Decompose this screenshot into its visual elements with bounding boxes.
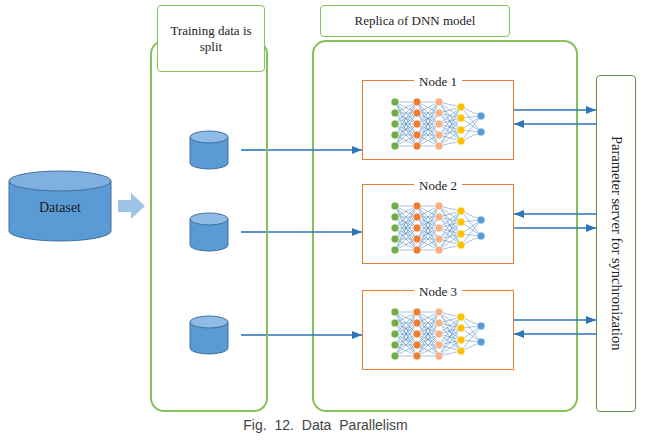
network-icon — [387, 304, 489, 364]
sync-arrow — [514, 123, 596, 125]
node-title: Node 1 — [414, 74, 462, 89]
node-title: Node 3 — [414, 284, 462, 299]
sync-arrow — [514, 213, 596, 215]
node-box: Node 1 — [362, 80, 514, 160]
dataset-label: Dataset — [8, 200, 112, 216]
node-box: Node 3 — [362, 290, 514, 370]
sync-arrow — [514, 319, 596, 321]
network-icon — [387, 198, 489, 258]
shard-lead — [241, 231, 268, 233]
block-arrow — [118, 193, 145, 219]
title-holder: Node 1 — [363, 72, 513, 90]
sync-arrow — [514, 333, 596, 335]
title-holder: Node 2 — [363, 176, 513, 194]
node-title: Node 2 — [414, 178, 462, 193]
server-label: Parameter server for synchronization — [608, 136, 625, 351]
group-box: Training data is split — [150, 40, 268, 412]
figure-caption: Fig. 12. Data Parallelism — [0, 417, 651, 433]
shard-lead — [241, 149, 268, 151]
shard-cylinder — [190, 316, 228, 354]
group-box: Replica of DNN modelNode 1Node 2Node 3 — [312, 40, 578, 412]
network-icon — [387, 94, 489, 154]
title-holder: Node 3 — [363, 282, 513, 300]
sync-arrow — [268, 149, 362, 151]
node-box: Node 2 — [362, 184, 514, 264]
shard-cylinder — [190, 213, 228, 251]
server-box: Parameter server for synchronization — [596, 75, 636, 412]
dataset-cylinder: Dataset — [8, 170, 112, 242]
sync-arrow — [268, 231, 362, 233]
group-heading: Training data is split — [157, 5, 265, 72]
group-heading: Replica of DNN model — [320, 5, 510, 37]
shard-lead — [241, 334, 268, 336]
sync-arrow — [514, 109, 596, 111]
shard-cylinder — [190, 131, 228, 169]
sync-arrow — [268, 334, 362, 336]
sync-arrow — [514, 227, 596, 229]
